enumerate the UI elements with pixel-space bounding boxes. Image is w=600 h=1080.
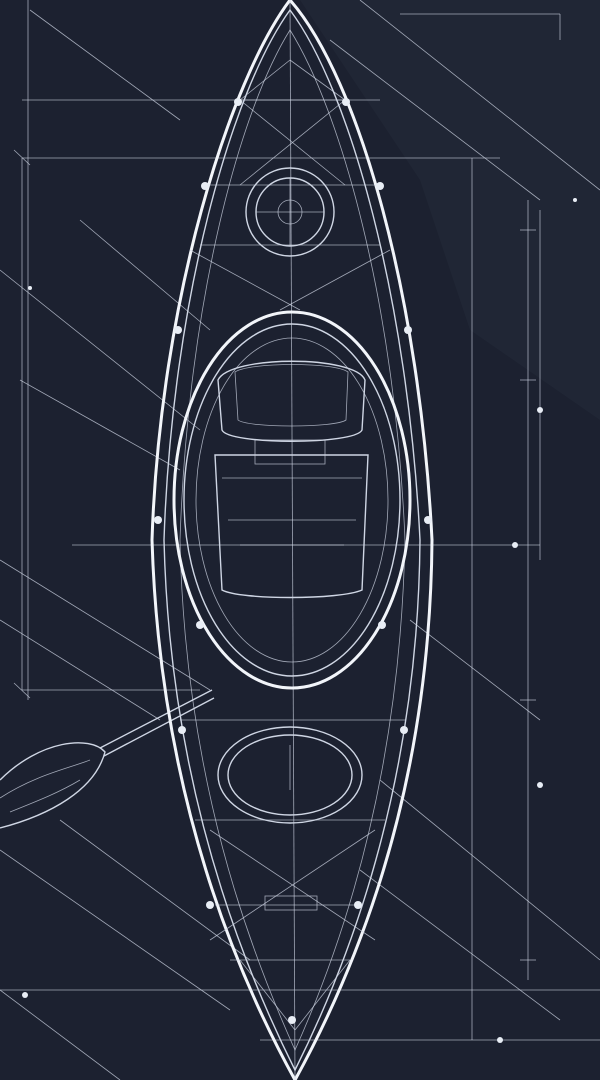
- bow-truss: [189, 59, 391, 311]
- kayak-hull: [150, 0, 434, 1080]
- rivets: [22, 98, 577, 1043]
- dimension-lines: [0, 0, 600, 1041]
- paddle: [0, 689, 215, 829]
- stern-truss: [180, 719, 405, 1031]
- stern-hatch: [217, 726, 363, 824]
- seat: [214, 360, 369, 599]
- dimension-ticks: [13, 149, 536, 961]
- bow-hatch: [245, 167, 335, 257]
- cockpit: [172, 310, 412, 690]
- shade-band: [300, 0, 600, 420]
